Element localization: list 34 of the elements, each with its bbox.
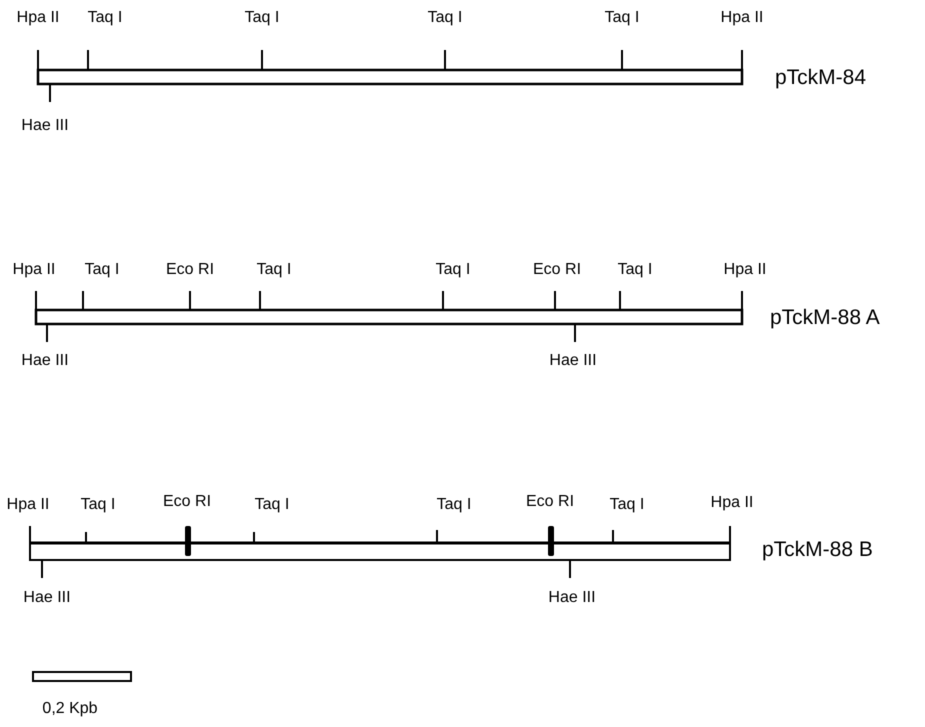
site-label: Hae III xyxy=(21,116,69,136)
site-label: Eco RI xyxy=(163,492,211,512)
site-label: Taq I xyxy=(256,260,292,280)
site-label: Eco RI xyxy=(166,260,214,280)
site-label: Eco RI xyxy=(526,492,574,512)
plasmid-name: pTckM-88 B xyxy=(762,537,873,563)
dna-map-bar xyxy=(34,308,744,326)
site-label: Taq I xyxy=(88,8,122,28)
site-label: Hpa II xyxy=(724,260,766,280)
site-label: Taq I xyxy=(428,8,462,28)
plasmid-name: pTckM-88 A xyxy=(770,305,880,331)
site-label: Hae III xyxy=(21,351,69,371)
site-label: Hpa II xyxy=(720,8,764,28)
site-label: Taq I xyxy=(618,260,652,280)
site-label: Taq I xyxy=(84,260,120,280)
dna-map-bar xyxy=(36,68,744,86)
site-label: Hae III xyxy=(549,351,597,371)
plasmid-name: pTckM-84 xyxy=(775,65,866,91)
site-label: Hpa II xyxy=(12,260,56,280)
site-label: Taq I xyxy=(254,495,290,515)
site-label: Hpa II xyxy=(710,493,754,513)
site-label: Taq I xyxy=(610,495,644,515)
site-label: Taq I xyxy=(80,495,116,515)
site-label: Hae III xyxy=(548,588,596,608)
scale-label: 0,2 Kpb xyxy=(42,699,98,719)
site-label: Hpa II xyxy=(16,8,60,28)
site-label: Hae III xyxy=(23,588,71,608)
site-label: Hpa II xyxy=(6,495,50,515)
site-label: Taq I xyxy=(436,260,470,280)
site-label: Taq I xyxy=(436,495,472,515)
site-label: Eco RI xyxy=(533,260,581,280)
site-label: Taq I xyxy=(604,8,640,28)
dna-map-bar xyxy=(29,542,731,561)
site-label: Taq I xyxy=(244,8,280,28)
